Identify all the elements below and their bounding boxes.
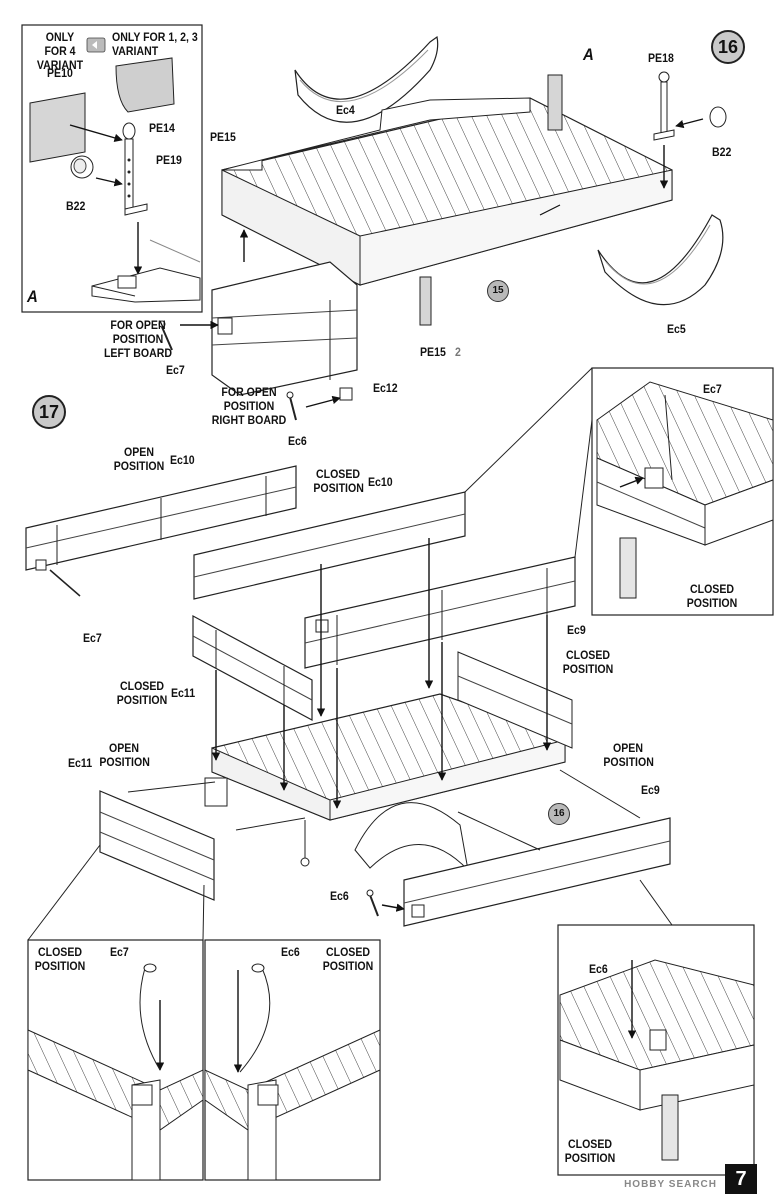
step17-open-position-3: OPEN POSITION <box>603 741 654 769</box>
step16-open-left-label: FOR OPEN POSITION LEFT BOARD <box>103 318 173 360</box>
step17-closed-position-2: CLOSED POSITION <box>562 648 614 676</box>
inset-right-closed-label: CLOSED POSITION <box>564 1137 616 1165</box>
step16-artwork <box>158 35 727 421</box>
variant-icon <box>86 37 106 53</box>
step16-ec12-label: Ec12 <box>373 381 398 395</box>
page-number: 7 <box>725 1164 757 1194</box>
inset-right-ec6-label: Ec6 <box>589 962 608 976</box>
step16-pe15-bottom-label: PE15 <box>420 345 446 359</box>
inset-left-closed-label: CLOSED POSITION <box>34 945 86 973</box>
inset-a-letter: A <box>27 287 38 306</box>
inset-top-closed-label: CLOSED POSITION <box>686 582 738 610</box>
step17-ec9-open-label: Ec9 <box>641 783 660 797</box>
inset-left-ec7-label: Ec7 <box>110 945 129 959</box>
step17-ec7-left-label: Ec7 <box>83 631 102 645</box>
pin-ec6-17 <box>366 889 379 917</box>
step16-b22-label: B22 <box>712 145 732 159</box>
step17-artwork <box>25 367 774 1181</box>
inset-a-pe14-label: PE14 <box>149 121 175 135</box>
step17-closed-position-3: CLOSED POSITION <box>116 679 168 707</box>
pin-ec7-16 <box>158 320 173 351</box>
step16-pe18-label: PE18 <box>648 51 674 65</box>
inset-a-b22-label: B22 <box>66 199 86 213</box>
ec12-tailboard <box>211 261 358 401</box>
b22-knob <box>70 155 94 179</box>
step16-pe15-qty: 2 <box>455 345 461 359</box>
inset-a-pe10-label: PE10 <box>47 66 73 80</box>
ec9-closed-board <box>304 556 576 669</box>
pe10-plate <box>29 92 86 163</box>
ec11-closed-board <box>192 614 313 722</box>
b22-knob-16 <box>709 106 727 128</box>
step-17-badge: 17 <box>32 395 66 429</box>
step17-open-position-2: OPEN POSITION <box>99 741 150 769</box>
step17-ec9-closed-label: Ec9 <box>567 623 586 637</box>
pe18-bracket <box>653 71 675 141</box>
inset-mid-closed <box>204 939 381 1181</box>
inset-a-pe19-label: PE19 <box>156 153 182 167</box>
watermark: HOBBY SEARCH <box>624 1179 717 1190</box>
step17-ec11-closed-label: Ec11 <box>171 686 196 700</box>
step16-ec4-label: Ec4 <box>336 103 355 117</box>
step17-closed-position-1: CLOSED POSITION <box>313 467 364 495</box>
pe19-bracket <box>122 122 148 216</box>
step17-ec10-open-label: Ec10 <box>170 453 195 467</box>
step16-open-right-label: FOR OPEN POSITION RIGHT BOARD <box>211 385 287 427</box>
inset-right-closed <box>557 879 755 1176</box>
step-16-badge: 16 <box>711 30 745 64</box>
step17-ec10-closed-label: Ec10 <box>368 475 393 489</box>
inset-mid-ec6-label: Ec6 <box>281 945 300 959</box>
ec11-open-board <box>99 790 215 901</box>
step16-pe15-top-label: PE15 <box>210 130 236 144</box>
inset-a-variant123-label: ONLY FOR 1, 2, 3 VARIANT <box>112 30 198 58</box>
step17-ec11-open-label: Ec11 <box>68 756 93 770</box>
step16-ec7-label: Ec7 <box>166 363 185 377</box>
inset-top-ec7-label: Ec7 <box>703 382 722 396</box>
inset-closed-ec7 <box>464 367 774 616</box>
pe15-lower <box>419 276 432 326</box>
inset-mid-closed-label: CLOSED POSITION <box>322 945 374 973</box>
step16-ec5-label: Ec5 <box>667 322 686 336</box>
step17-open-position-1: OPEN POSITION <box>113 445 165 473</box>
step16-ec6-label: Ec6 <box>288 434 307 448</box>
inset-a-variant4-label: ONLY FOR 4 VARIANT <box>36 30 84 72</box>
inset-a <box>21 24 203 313</box>
ec5-mudguard <box>597 214 724 306</box>
step16-a-marker: A <box>583 45 594 64</box>
inset-left-closed <box>27 844 205 1181</box>
ec10-open-board <box>25 465 297 571</box>
pin-ec6-16 <box>286 391 297 421</box>
step17-ec6-label: Ec6 <box>330 889 349 903</box>
step17-sub-ref-16: 16 <box>548 803 570 825</box>
ec10-closed-board <box>193 491 466 600</box>
corner-detail <box>91 239 201 303</box>
step16-sub-ref-15: 15 <box>487 280 509 302</box>
pe14-plate <box>115 57 175 113</box>
